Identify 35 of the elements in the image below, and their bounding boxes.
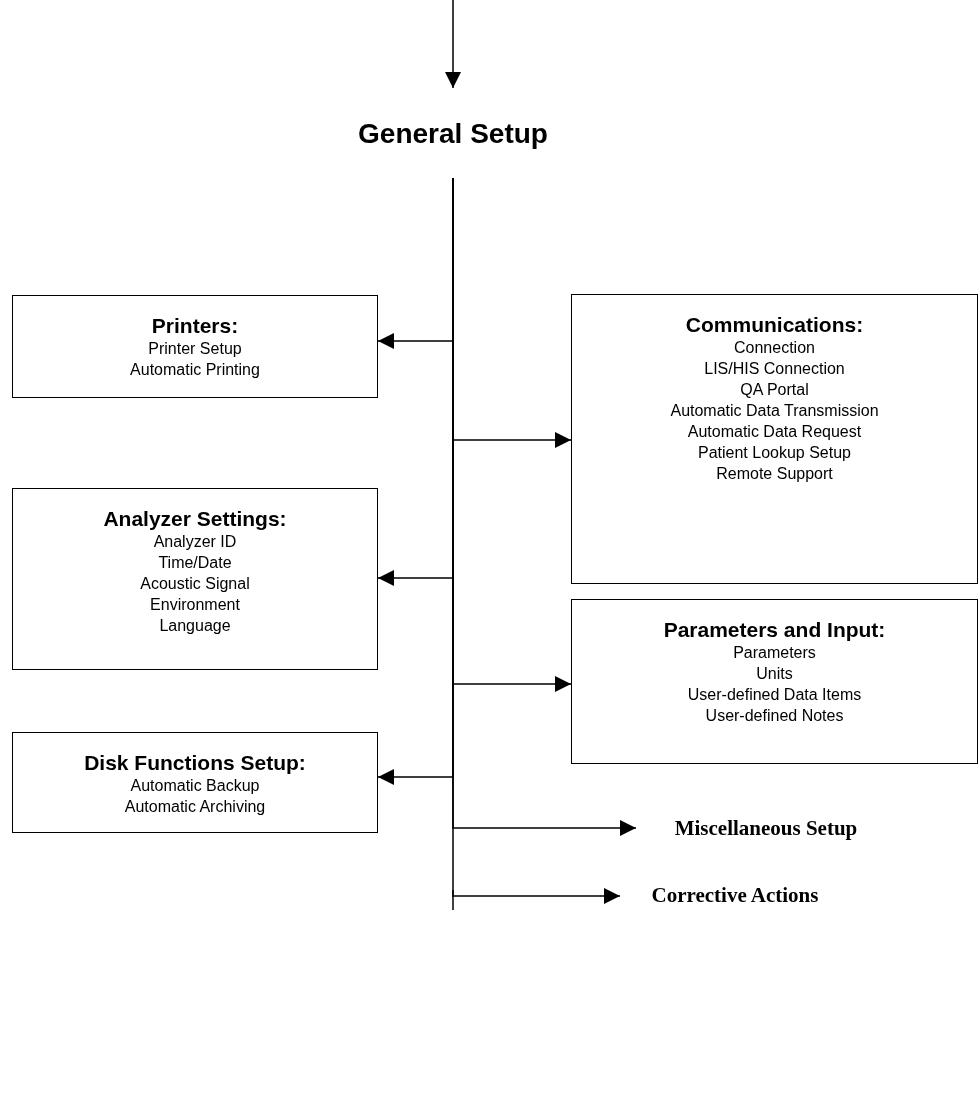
menu-item: Printer Setup [148, 339, 242, 359]
menu-item: Units [756, 664, 793, 684]
menu-item: Acoustic Signal [140, 574, 250, 594]
menu-item: Automatic Data Request [687, 422, 862, 442]
menu-item: Automatic Data Transmission [670, 401, 879, 421]
menu-item: Connection [734, 338, 815, 358]
menu-item: Automatic Backup [130, 776, 260, 796]
menu-item: Environment [150, 595, 240, 615]
menu-item: User-defined Notes [705, 706, 844, 726]
section-label: Miscellaneous Setup [674, 815, 858, 843]
menu-item: Remote Support [716, 464, 833, 484]
menu-item: LIS/HIS Connection [704, 359, 845, 379]
section-box [12, 488, 378, 670]
menu-item: Automatic Printing [130, 360, 260, 380]
menu-item: Time/Date [158, 553, 232, 573]
box-heading: Analyzer Settings: [103, 507, 287, 531]
menu-item: Automatic Archiving [124, 797, 266, 817]
section-box [12, 295, 378, 398]
menu-item: User-defined Data Items [687, 685, 862, 705]
menu-item: Patient Lookup Setup [698, 443, 851, 463]
box-heading: Communications: [685, 313, 864, 337]
section-box [12, 732, 378, 833]
box-heading: Parameters and Input: [663, 618, 886, 642]
box-heading: Printers: [151, 314, 239, 338]
menu-item: Parameters [733, 643, 816, 663]
section-box [571, 599, 978, 764]
menu-item: Language [159, 616, 231, 636]
menu-item: Analyzer ID [153, 532, 237, 552]
heading: General Setup [358, 116, 548, 151]
box-heading: Disk Functions Setup: [84, 751, 306, 775]
arrow [445, 0, 461, 89]
section-box [571, 294, 978, 584]
section-label: Corrective Actions [651, 882, 819, 910]
menu-item: QA Portal [740, 380, 809, 400]
arrow [452, 177, 621, 904]
